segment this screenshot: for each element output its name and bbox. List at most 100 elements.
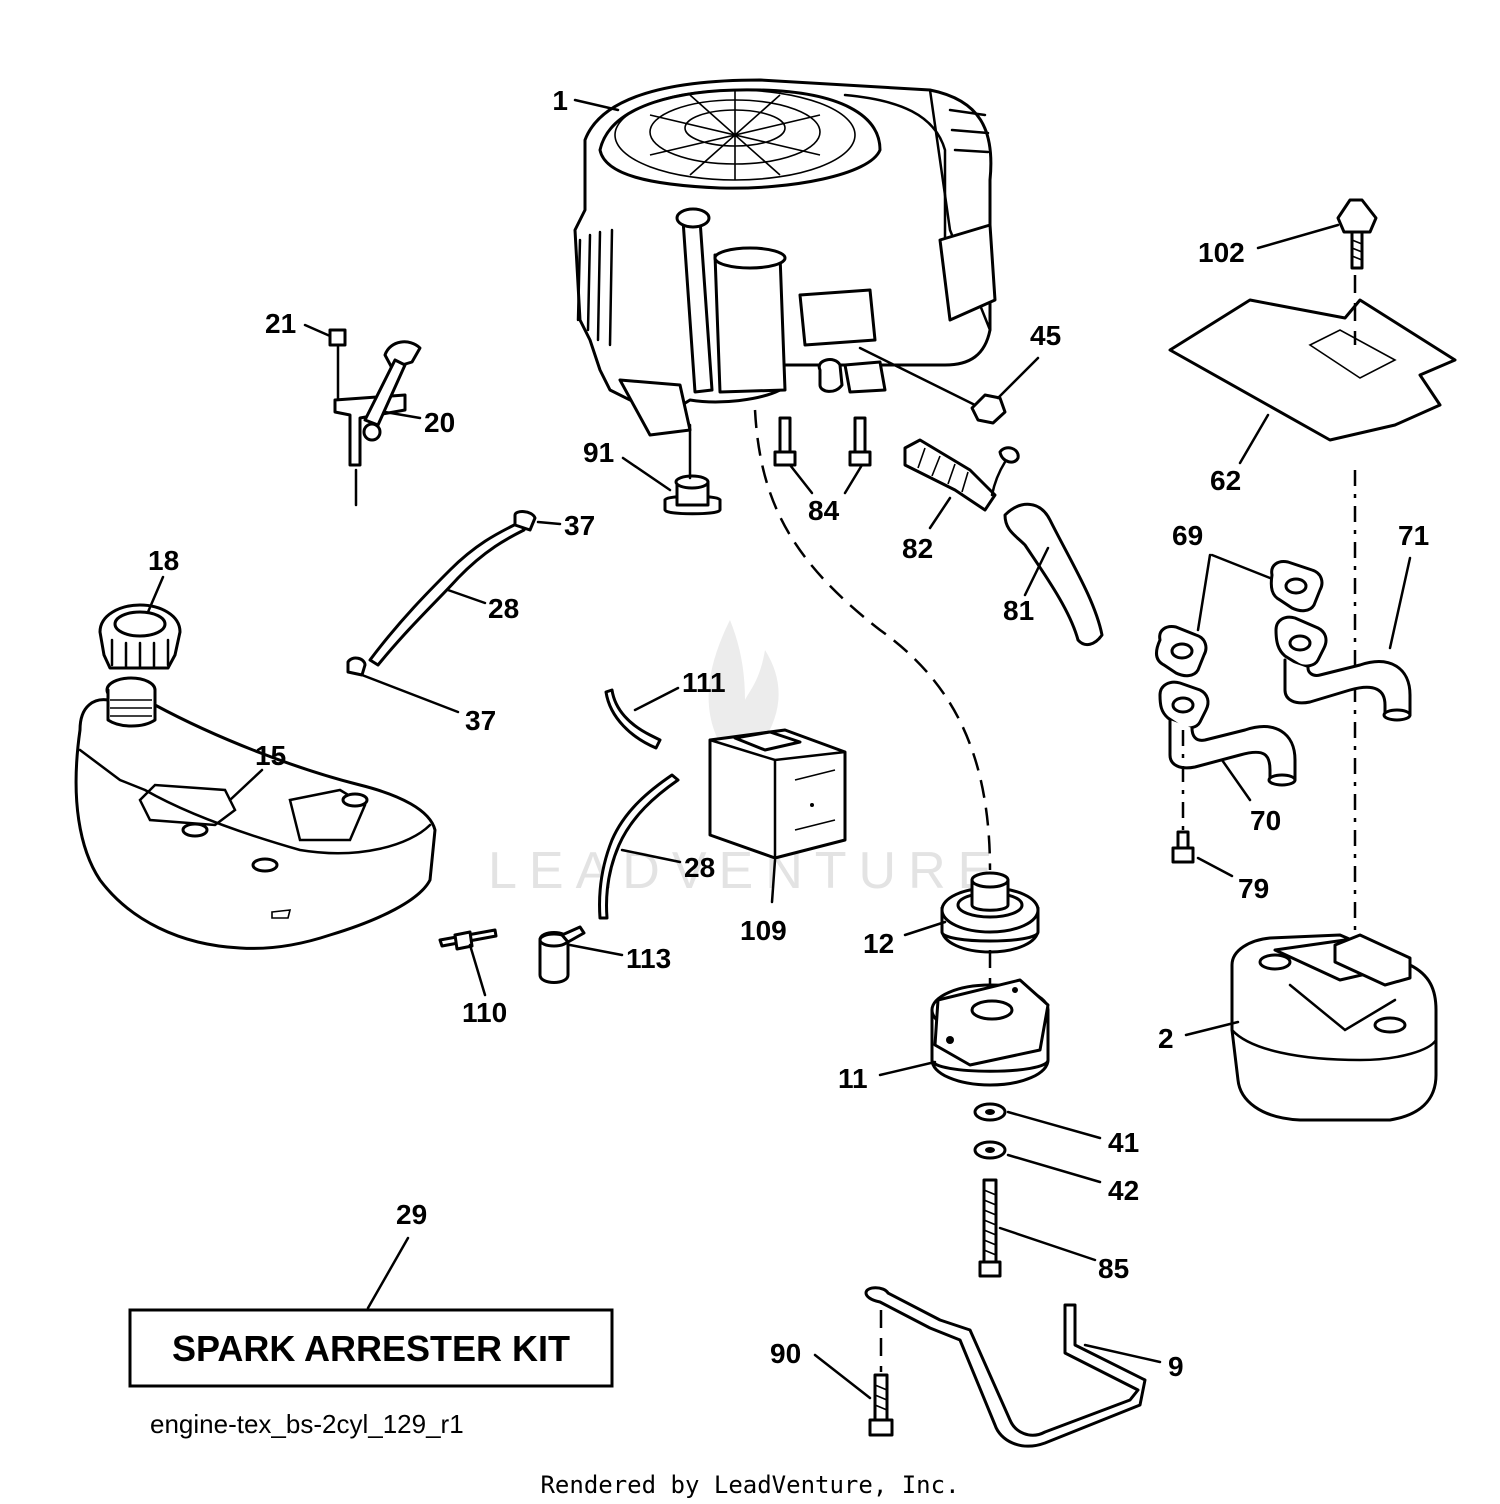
assembly-line-engine-crank — [753, 409, 992, 871]
callout-110: 110 — [462, 997, 507, 1028]
engine-fins — [576, 108, 990, 347]
bolt-part-85[interactable] — [978, 1178, 1002, 1278]
pulley-part-12[interactable] — [940, 871, 1040, 954]
leader-85 — [998, 1226, 1097, 1262]
callout-79: 79 — [1238, 873, 1269, 904]
callout-37a: 37 — [564, 510, 595, 541]
callout-2: 2 — [1158, 1023, 1174, 1054]
spark-arrester-kit-box[interactable]: SPARK ARRESTER KIT — [128, 1308, 614, 1388]
leader-71 — [1388, 556, 1412, 650]
leader-45 — [996, 356, 1040, 400]
throttle-control-part-20[interactable] — [333, 340, 422, 507]
callout-69: 69 — [1172, 520, 1203, 551]
leader-9 — [1083, 1343, 1162, 1364]
gasket-part-69[interactable] — [1155, 560, 1324, 678]
leader-91 — [621, 456, 672, 492]
spark-arrester-kit-label: SPARK ARRESTER KIT — [172, 1328, 570, 1369]
callout-12: 12 — [863, 928, 894, 959]
footer-text: Rendered by LeadVenture, Inc. — [540, 1471, 959, 1499]
leader-21 — [303, 323, 332, 338]
callout-82: 82 — [902, 533, 933, 564]
washer-part-42[interactable] — [973, 1140, 1007, 1160]
bolt-part-21[interactable] — [328, 328, 347, 402]
hose-clamp-part-37[interactable] — [346, 510, 537, 677]
leader-41 — [1006, 1110, 1102, 1140]
leader-84b — [843, 463, 864, 495]
callout-45: 45 — [1030, 320, 1061, 351]
callout-15: 15 — [255, 740, 286, 771]
callout-62: 62 — [1210, 465, 1241, 496]
callout-111: 111 — [682, 667, 726, 698]
bolt-part-90[interactable] — [868, 1373, 894, 1437]
leader-81 — [1023, 546, 1050, 597]
exhaust-pipe-part-71[interactable] — [1274, 615, 1412, 722]
callout-21: 21 — [265, 308, 296, 339]
leader-28a — [446, 588, 487, 605]
callout-71: 71 — [1398, 520, 1429, 551]
vent-hose-part-111[interactable] — [604, 688, 662, 750]
leader-111 — [633, 686, 680, 712]
leader-79 — [1196, 856, 1234, 878]
bolt-part-102[interactable] — [1336, 198, 1378, 270]
callout-11: 11 — [838, 1063, 868, 1094]
callout-42: 42 — [1108, 1175, 1139, 1206]
fuel-hose-part-28[interactable] — [368, 520, 526, 667]
callout-28a: 28 — [488, 593, 519, 624]
callout-37b: 37 — [465, 705, 496, 736]
leader-102 — [1256, 223, 1340, 250]
engine-cooling-grill — [614, 89, 856, 181]
mount-part-91[interactable] — [663, 474, 722, 516]
leader-37a — [536, 520, 562, 526]
leader-2 — [1184, 1020, 1240, 1037]
callout-81: 81 — [1003, 595, 1034, 626]
leader-82 — [928, 496, 952, 530]
callout-20: 20 — [424, 407, 455, 438]
bolt-part-79[interactable] — [1171, 830, 1195, 864]
leader-70 — [1220, 758, 1252, 802]
cap-part-45[interactable] — [970, 393, 1007, 425]
drawing-id: engine-tex_bs-2cyl_129_r1 — [150, 1409, 464, 1439]
engine-part-1[interactable] — [573, 78, 997, 437]
leader-90 — [813, 1353, 872, 1400]
leader-110 — [468, 943, 487, 997]
callout-9: 9 — [1168, 1351, 1184, 1382]
fitting-part-110[interactable] — [438, 928, 498, 951]
muffler-part-2[interactable] — [1230, 933, 1438, 1122]
leader-18 — [146, 575, 165, 614]
leader-109 — [770, 858, 777, 904]
leader-84a — [788, 463, 814, 495]
leader-69a — [1210, 553, 1272, 580]
washer-part-41[interactable] — [973, 1102, 1007, 1122]
callout-85: 85 — [1098, 1253, 1129, 1284]
hose-part-81[interactable] — [1003, 502, 1104, 647]
callout-84: 84 — [808, 495, 840, 526]
callout-41: 41 — [1108, 1127, 1139, 1158]
leader-11 — [878, 1060, 937, 1077]
fuel-cap-part-18[interactable] — [98, 603, 182, 670]
fuel-hose-part-28b[interactable] — [598, 773, 680, 920]
clutch-part-11[interactable] — [930, 978, 1050, 1087]
leader-42 — [1006, 1153, 1102, 1184]
heat-shield-part-62[interactable] — [1168, 298, 1457, 442]
fuel-filter-part-113[interactable] — [538, 925, 586, 984]
canister-part-109[interactable] — [708, 728, 847, 860]
bolt-part-84[interactable] — [773, 416, 872, 467]
callout-102: 102 — [1198, 237, 1245, 268]
leader-29 — [366, 1236, 410, 1310]
leader-62 — [1238, 413, 1270, 465]
callout-18: 18 — [148, 545, 179, 576]
bracket-part-9[interactable] — [864, 1286, 1147, 1448]
callout-113: 113 — [626, 943, 671, 974]
drain-valve-part-82[interactable] — [903, 438, 1020, 512]
leader-1 — [573, 98, 620, 112]
leader-20 — [383, 410, 422, 420]
exhaust-pipe-part-70[interactable] — [1158, 680, 1297, 787]
fuel-tank-part-15[interactable] — [74, 676, 437, 950]
callout-109: 109 — [740, 915, 787, 946]
leader-113 — [568, 943, 624, 957]
watermark-text: LEADVENTURE — [488, 842, 1004, 900]
callout-70: 70 — [1250, 805, 1281, 836]
callout-91: 91 — [583, 437, 614, 468]
leader-15 — [228, 768, 264, 802]
callout-29: 29 — [396, 1199, 427, 1230]
